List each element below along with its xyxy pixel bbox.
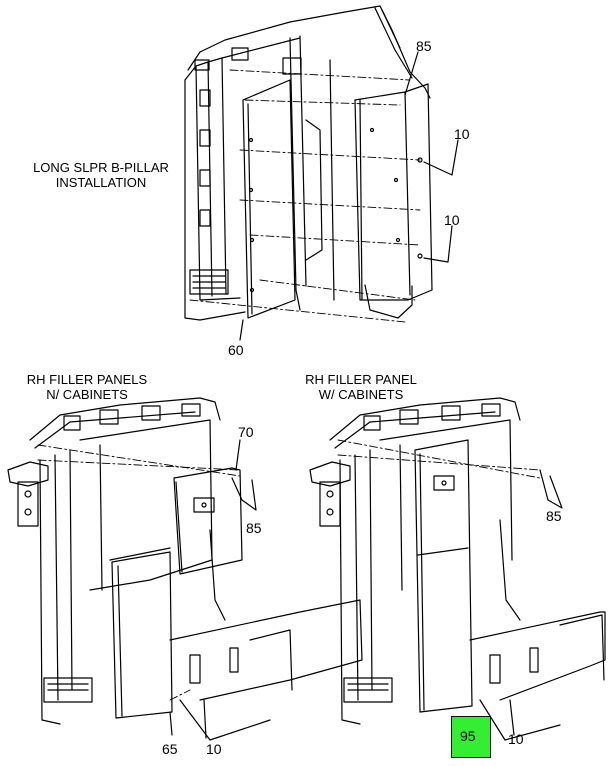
callout-95-highlight[interactable] (451, 716, 491, 758)
b-pillar-assembly (184, 5, 433, 321)
caption-line: INSTALLATION (55, 175, 147, 190)
callout-10-top-a[interactable]: 10 (454, 126, 470, 142)
callout-85-top[interactable]: 85 (416, 38, 432, 54)
callout-60[interactable]: 60 (228, 342, 244, 358)
caption-line: N/ CABINETS (46, 387, 128, 402)
callout-10-left[interactable]: 10 (206, 741, 222, 757)
caption-rh-filler-with-cabinets: RH FILLER PANEL W/ CABINETS (286, 372, 436, 402)
caption-line: W/ CABINETS (318, 387, 404, 402)
callout-10-right[interactable]: 10 (508, 731, 524, 747)
callout-95[interactable]: 95 (460, 728, 476, 744)
left-cab-assembly (7, 397, 363, 741)
caption-line: RH FILLER PANEL (305, 372, 417, 387)
caption-b-pillar: LONG SLPR B-PILLAR INSTALLATION (26, 160, 176, 190)
top-install-lines (189, 69, 421, 323)
right-cab-assembly (309, 397, 606, 741)
right-install-lines (337, 439, 541, 479)
callout-85-right[interactable]: 85 (546, 508, 562, 524)
callout-65[interactable]: 65 (162, 741, 178, 757)
left-install-lines (37, 444, 241, 701)
caption-line: RH FILLER PANELS (26, 372, 148, 387)
callout-10-top-b[interactable]: 10 (444, 212, 460, 228)
callout-70[interactable]: 70 (238, 424, 254, 440)
callout-85-left[interactable]: 85 (246, 520, 262, 536)
caption-line: LONG SLPR B-PILLAR (33, 160, 169, 175)
caption-rh-filler-no-cabinets: RH FILLER PANELS N/ CABINETS (12, 372, 162, 402)
